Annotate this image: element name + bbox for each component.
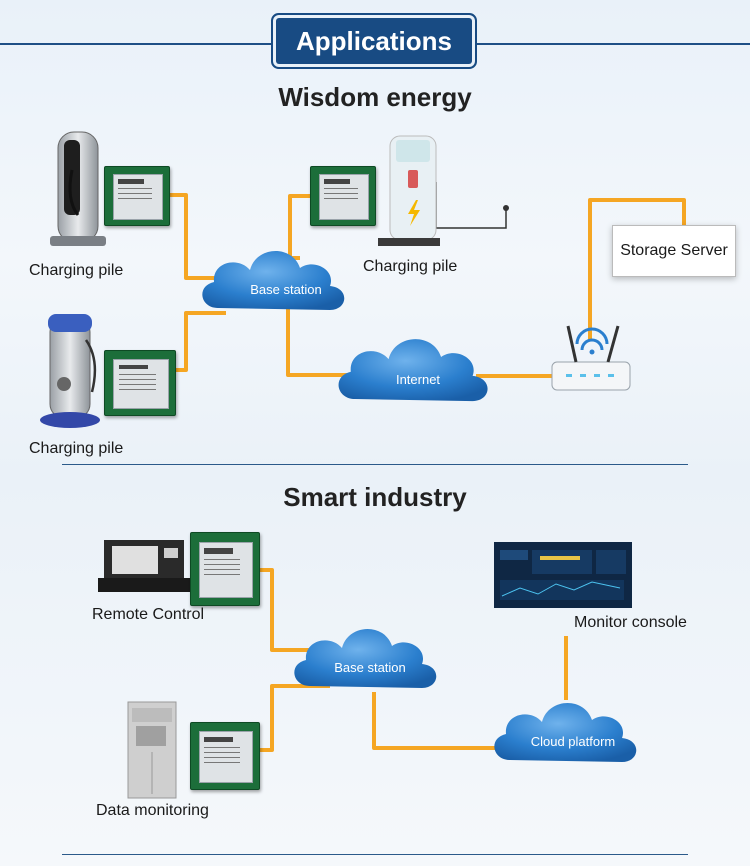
charging-pile-label-center: Charging pile bbox=[363, 258, 458, 275]
section-title-wisdom-energy: Wisdom energy bbox=[278, 82, 472, 112]
wire-base-to-center-pile bbox=[288, 194, 312, 260]
storage-server-label: Storage Server bbox=[620, 242, 728, 259]
sim-module-board bbox=[104, 350, 176, 416]
wire-base-to-internet bbox=[286, 300, 360, 377]
industry-wires bbox=[258, 568, 568, 752]
charging-pile-center-icon bbox=[378, 135, 440, 246]
sim-module-board bbox=[104, 166, 170, 226]
charging-pile-label-bottom: Charging pile bbox=[29, 440, 124, 457]
wire-bottom-pile-to-base bbox=[174, 311, 226, 372]
monitor-console-screen-icon bbox=[494, 542, 632, 608]
wire-router-to-server bbox=[588, 198, 686, 340]
storage-server-box: Storage Server bbox=[612, 225, 736, 277]
base-station-label-industry: Base station bbox=[334, 660, 406, 675]
base-station-cloud-industry bbox=[294, 628, 437, 688]
monitor-console-label: Monitor console bbox=[574, 614, 687, 631]
charging-pile-top-icon bbox=[50, 131, 106, 246]
applications-banner: Applications bbox=[276, 18, 472, 64]
remote-control-terminal-icon bbox=[98, 540, 190, 592]
wire-remote-to-base bbox=[258, 568, 336, 652]
energy-wires bbox=[168, 193, 686, 378]
bottom-divider bbox=[62, 854, 688, 855]
wire-base-to-cloud bbox=[372, 692, 508, 750]
data-monitoring-cabinet-icon bbox=[127, 701, 177, 799]
cloud-platform-label: Cloud platform bbox=[530, 734, 616, 749]
wire-top-pile-to-base bbox=[168, 193, 238, 280]
charger-cable bbox=[435, 182, 507, 229]
section-title-smart-industry: Smart industry bbox=[283, 482, 467, 512]
remote-control-label: Remote Control bbox=[92, 606, 205, 623]
data-monitoring-label: Data monitoring bbox=[96, 802, 209, 819]
router-icon bbox=[551, 325, 631, 391]
sim-module-board bbox=[190, 532, 260, 606]
internet-cloud bbox=[338, 339, 488, 402]
charging-pile-bottom-icon bbox=[40, 314, 100, 428]
cloud-platform-cloud bbox=[494, 702, 637, 762]
sim-module-board bbox=[310, 166, 376, 226]
internet-label: Internet bbox=[395, 372, 441, 387]
wire-data-to-base bbox=[258, 684, 330, 752]
sim-module-board bbox=[190, 722, 260, 790]
section-divider bbox=[62, 464, 688, 465]
base-station-cloud-energy bbox=[202, 250, 345, 310]
base-station-label-energy: Base station bbox=[250, 282, 322, 297]
charging-pile-label-top: Charging pile bbox=[29, 262, 124, 279]
